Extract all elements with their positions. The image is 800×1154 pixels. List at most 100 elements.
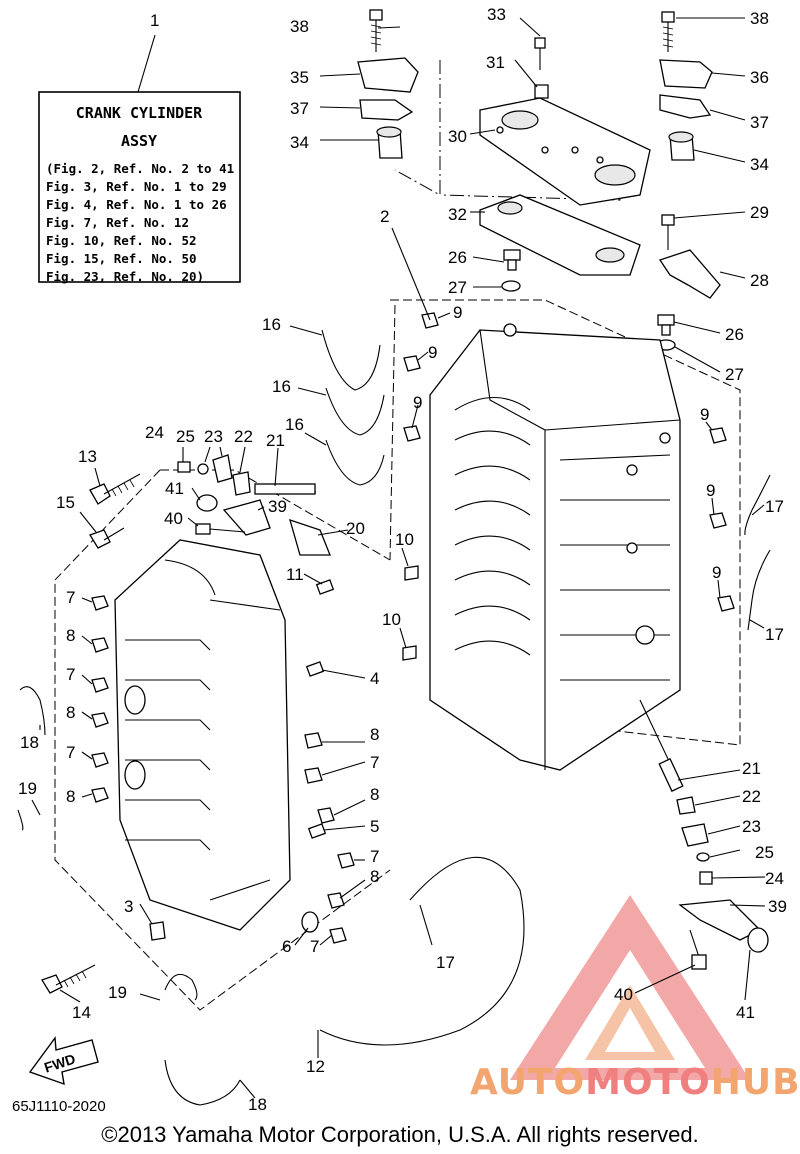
callout: 39 [268,497,287,516]
gasket-37b [659,94,712,119]
callout: 6 [282,937,291,956]
joint-35 [357,57,419,93]
ring-icon [301,911,319,933]
callout: 36 [750,68,769,87]
info-line: Fig. 10, Ref. No. 52 [46,233,197,248]
callout: 8 [66,626,75,645]
info-line: Fig. 4, Ref. No. 1 to 26 [46,197,227,212]
screw-icon [402,645,417,661]
callout: 18 [20,733,39,752]
callout: 21 [742,759,761,778]
info-title-1: CRANK CYLINDER [76,104,203,122]
callout: 8 [370,785,379,804]
callout: 2 [380,207,389,226]
callout-labels: 1 38 38 33 31 35 36 37 37 34 34 30 32 29… [18,5,787,1114]
callout: 38 [750,9,769,28]
callout: 28 [750,271,769,290]
callout: 9 [700,405,709,424]
fitting-icon [91,312,735,944]
info-line: Fig. 3, Ref. No. 1 to 29 [46,179,227,194]
callout: 24 [145,423,164,442]
dowel-pin-icon [307,823,327,839]
callout: 37 [750,113,769,132]
callout: 17 [765,625,784,644]
bolt-icon [534,37,546,70]
assembly-outlines [54,60,741,1011]
logo-part-auto: AUTO [470,1062,586,1103]
callout: 40 [164,509,183,528]
info-line: (Fig. 2, Ref. No. 2 to 41 [46,161,234,176]
bracket-28 [658,249,721,299]
bolt-icon [661,214,675,250]
pin-31 [534,84,549,99]
callout: 9 [712,563,721,582]
callout: 7 [370,753,379,772]
callout: 34 [750,155,769,174]
callout: 15 [56,493,75,512]
callout: 5 [370,817,379,836]
callout: 22 [742,787,761,806]
callout: 9 [453,303,462,322]
watermark-logo-icon [510,895,750,1080]
bolt-icon [661,11,675,52]
cylinder-block [114,539,291,931]
joint-36 [659,59,713,89]
info-line: Fig. 23, Ref. No. 20) [46,269,204,284]
callout: 40 [614,985,633,1004]
callout: 14 [72,1003,91,1022]
callout: 19 [18,779,37,798]
callout: 41 [165,479,184,498]
callout: 10 [382,610,401,629]
callout: 27 [725,365,744,384]
callout: 17 [436,953,455,972]
callout: 35 [290,68,309,87]
callout: 25 [176,427,195,446]
callout: 26 [725,325,744,344]
callout: 7 [66,743,75,762]
callout: 8 [370,867,379,886]
callout: 7 [370,847,379,866]
callout: 37 [290,99,309,118]
callout: 29 [750,203,769,222]
logo-part-hub: HUB [710,1062,800,1103]
logo-part-moto: MOTO [585,1062,711,1103]
screw-icon [404,565,419,581]
copyright-notice: ©2013 Yamaha Motor Corporation, U.S.A. A… [101,1122,699,1147]
callout: 38 [290,17,309,36]
callout: 16 [272,377,291,396]
callout: 10 [395,530,414,549]
callout: 8 [66,787,75,806]
rod-assembly-right [639,699,769,970]
plug-icon [657,314,675,336]
bolt-icon [369,9,383,52]
leader-lines [31,17,766,1099]
bolt-icon [89,527,125,549]
lever-assembly [177,454,331,556]
callout: 25 [755,843,774,862]
callout: 39 [768,897,787,916]
callout: 7 [66,665,75,684]
callout: 20 [346,519,365,538]
diagram-code: 65J1110-2020 [12,1098,106,1115]
callout: 17 [765,497,784,516]
callout: 9 [413,393,422,412]
callout: 3 [124,897,133,916]
callout: 21 [266,431,285,450]
info-line: Fig. 15, Ref. No. 50 [46,251,197,266]
crankcase-block [429,323,681,771]
callout: 9 [428,343,437,362]
callout: 18 [248,1095,267,1114]
callout: 26 [448,248,467,267]
washer-icon [501,280,521,292]
callout: 9 [706,481,715,500]
bolt-icon [41,964,96,994]
callout: 23 [742,817,761,836]
callout: 23 [204,427,223,446]
dowel-pin-icon [305,661,325,677]
callout: 22 [234,427,253,446]
bolt-icon [89,473,141,505]
watermark-logo-text: AUTOMOTOHUB [470,1062,800,1103]
callout: 12 [306,1057,325,1076]
callout: 19 [108,983,127,1002]
